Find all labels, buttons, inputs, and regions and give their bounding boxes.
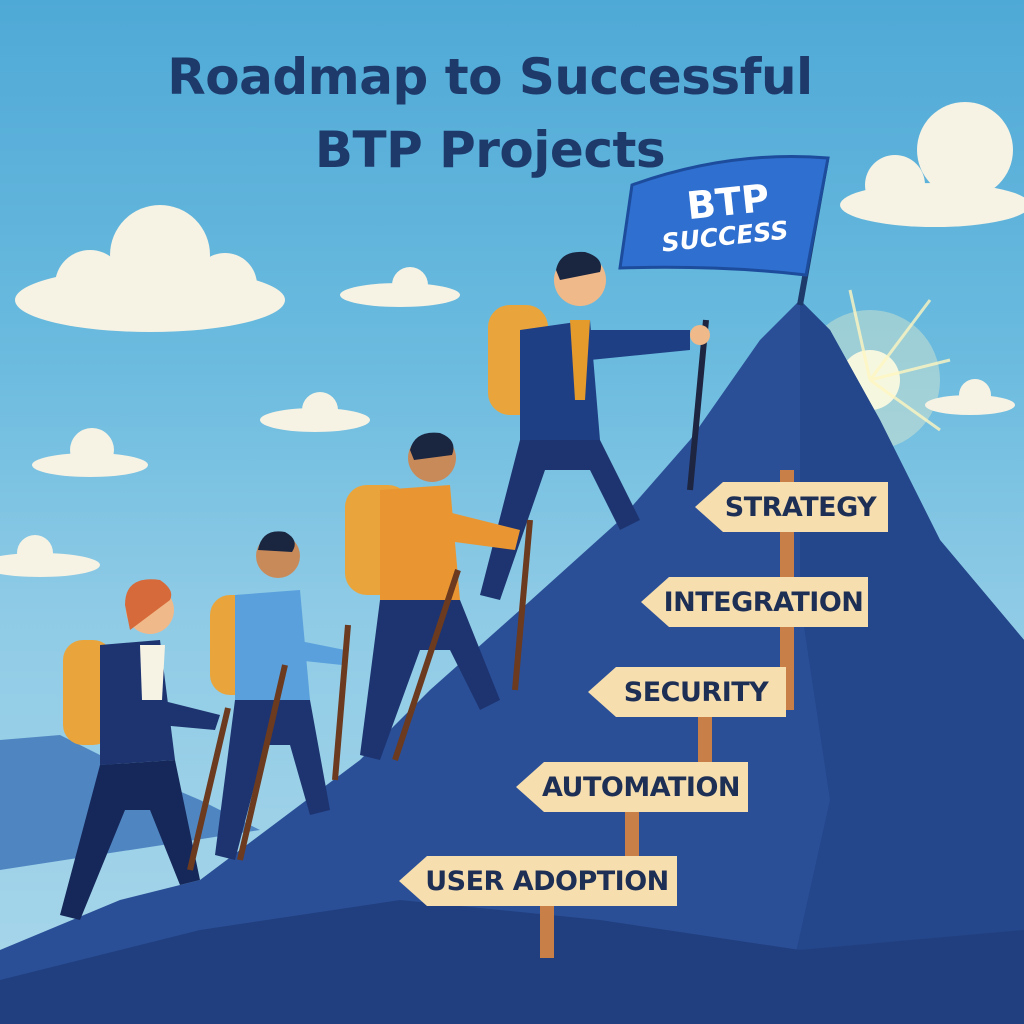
climber-front — [60, 579, 231, 920]
cloud-icon — [340, 267, 460, 307]
page-title: Roadmap to Successful — [167, 48, 813, 106]
page-subtitle: BTP Projects — [314, 121, 666, 179]
mountain — [0, 300, 1024, 1024]
climber-leader — [480, 251, 710, 600]
cloud-icon — [260, 392, 370, 432]
cloud-icon — [15, 205, 285, 332]
cloud-icon — [925, 379, 1015, 415]
signpost-user-adoption: USER ADOPTION — [399, 856, 677, 906]
cloud-icon — [840, 102, 1024, 227]
cloud-icon — [0, 535, 100, 577]
signpost-integration: INTEGRATION — [641, 577, 868, 627]
signpost-strategy: STRATEGY — [695, 482, 888, 532]
climber-light-blue — [210, 531, 351, 861]
signpost-security: SECURITY — [588, 667, 786, 717]
signpost-automation: AUTOMATION — [516, 762, 748, 812]
cloud-icon — [32, 428, 148, 477]
flag — [618, 155, 830, 277]
climber-orange — [345, 432, 533, 761]
